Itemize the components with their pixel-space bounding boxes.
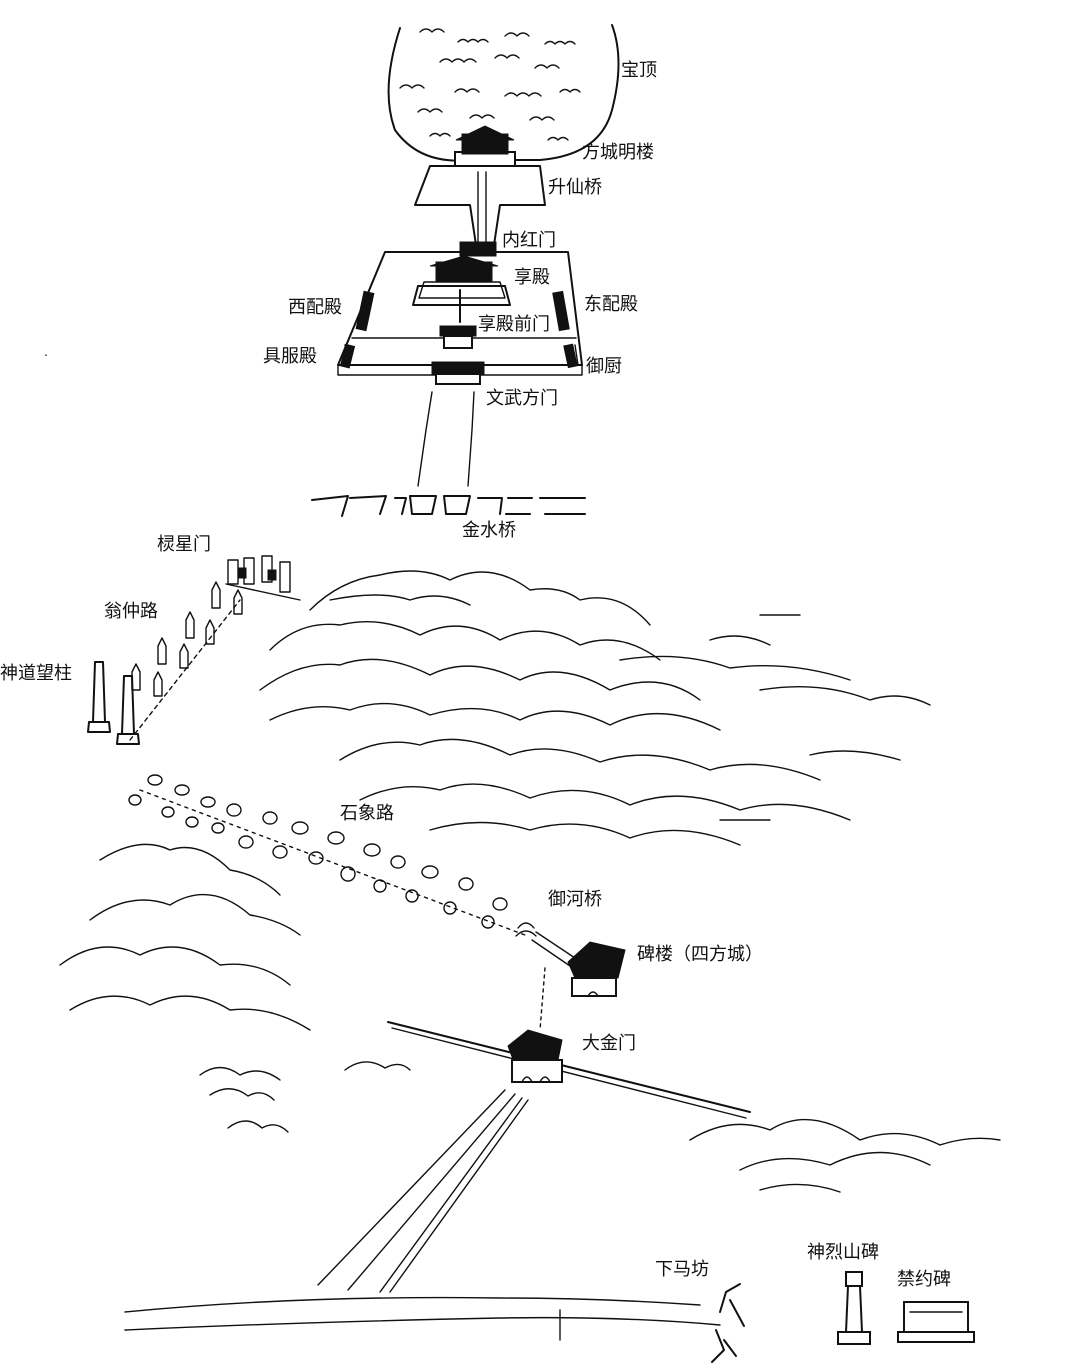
dajin-men-gate xyxy=(387,967,751,1119)
label-jinyue-bei: 禁约碑 xyxy=(897,1269,951,1290)
shixiang-lu-animals xyxy=(128,774,526,936)
label-yuhe-qiao: 御河桥 xyxy=(548,889,602,910)
lower-roads xyxy=(124,1089,721,1341)
label-dong-pei-dian: 东配殿 xyxy=(584,294,638,315)
label-baoding: 宝顶 xyxy=(621,60,657,81)
wenwu-fangmen-gate xyxy=(431,361,485,385)
approach-path xyxy=(417,391,475,487)
xiangdian-qianmen-gate xyxy=(439,325,477,349)
label-neihong-men: 内红门 xyxy=(502,230,556,251)
jinshui-qiao-bridges xyxy=(311,495,586,517)
mountain-range-center xyxy=(259,570,931,846)
jufu-dian-building xyxy=(339,343,356,369)
neihong-men-gate xyxy=(459,241,497,257)
bei-lou-building xyxy=(567,941,626,997)
yu-chu-building xyxy=(563,343,578,369)
label-bei-lou: 碑楼（四方城） xyxy=(637,944,763,965)
xi-pei-dian-building xyxy=(355,290,375,332)
label-wenwu-fangmen: 文武方门 xyxy=(486,388,558,409)
label-wengzhong-lu: 翁仲路 xyxy=(104,601,158,622)
lingxing-men-gate xyxy=(225,555,301,601)
shendao-wangzhu-pillars xyxy=(87,661,140,745)
label-xiama-fang: 下马坊 xyxy=(655,1259,709,1280)
xiama-fang-archway xyxy=(711,1283,745,1363)
fangcheng-minglou-building xyxy=(454,125,516,167)
label-shenlieshan-bei: 神烈山碑 xyxy=(807,1242,879,1263)
stray-mark: . xyxy=(44,345,48,359)
label-xiangdian-qianmen: 享殿前门 xyxy=(478,314,550,335)
label-shengxian-qiao: 升仙桥 xyxy=(548,177,602,198)
shenlieshan-bei-stele xyxy=(837,1271,871,1345)
xiangdian-hall xyxy=(412,255,511,323)
label-fangcheng-minglou: 方城明楼 xyxy=(582,142,654,163)
label-xiang-dian: 享殿 xyxy=(514,267,550,288)
yuhe-qiao-bridge xyxy=(515,922,576,967)
label-jufu-dian: 具服殿 xyxy=(263,346,317,367)
label-xi-pei-dian: 西配殿 xyxy=(288,297,342,318)
label-jinshui-qiao: 金水桥 xyxy=(462,520,516,541)
label-shendao-wangzhu: 神道望柱 xyxy=(0,663,72,684)
mountains-lower-left xyxy=(59,843,411,1133)
label-lingxing-men: 棂星门 xyxy=(157,534,211,555)
dong-pei-dian-building xyxy=(552,290,570,332)
mountains-lower-right xyxy=(689,1118,1001,1193)
jinyue-bei-stele xyxy=(897,1301,975,1343)
label-yu-chu: 御厨 xyxy=(586,356,622,377)
label-shixiang-lu: 石象路 xyxy=(340,803,394,824)
label-dajin-men: 大金门 xyxy=(582,1033,636,1054)
